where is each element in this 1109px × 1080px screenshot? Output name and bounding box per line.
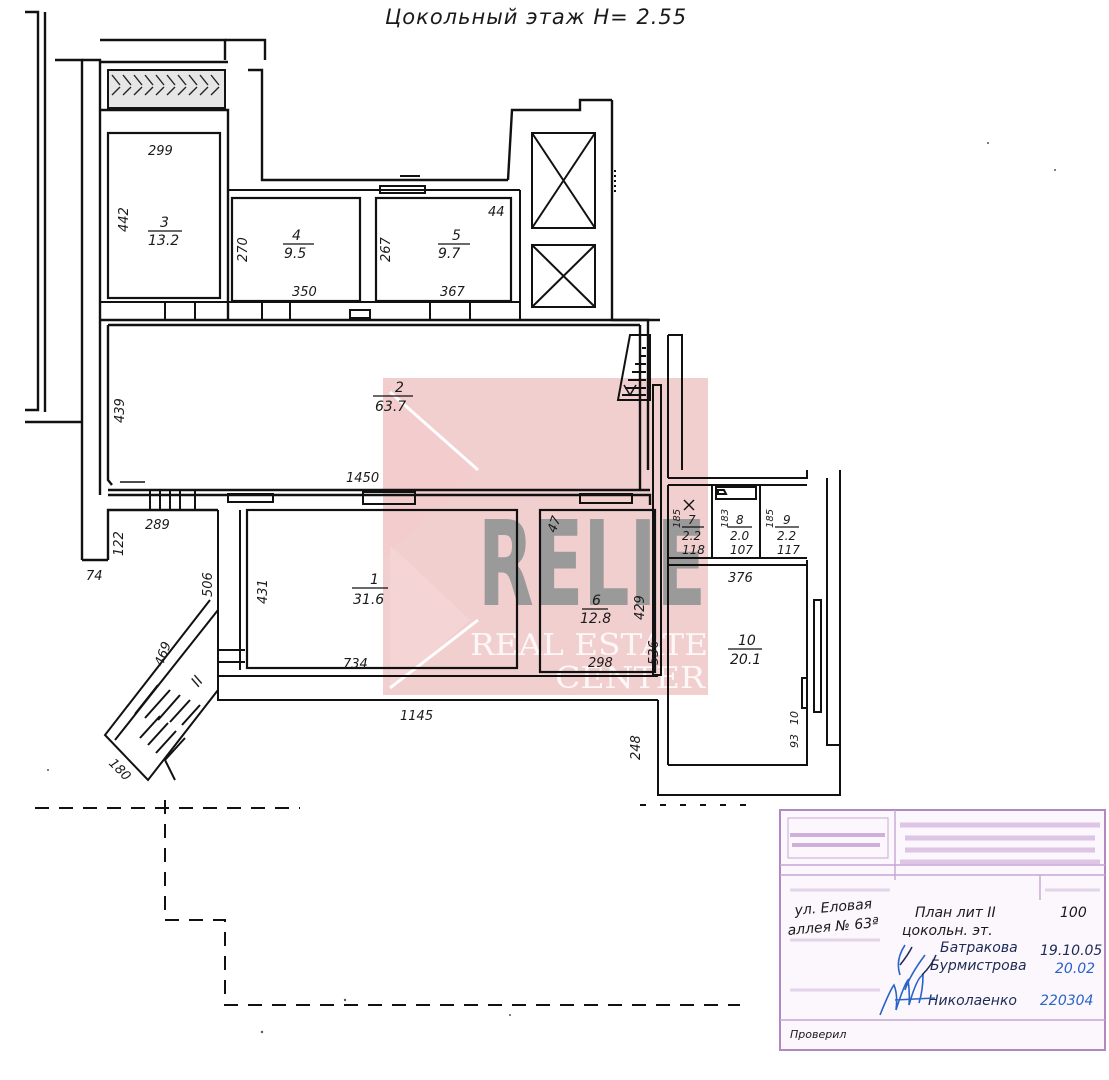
dim-1145: 1145: [400, 709, 433, 724]
room-2: [120, 334, 651, 483]
room-8-number: 8: [736, 513, 744, 527]
dim-93: 93: [788, 734, 801, 748]
room-5-number: 5: [452, 228, 461, 244]
plan-title: Цокольный этаж H= 2.55: [385, 5, 687, 29]
stamp-person2: Бурмистрова: [930, 958, 1027, 974]
room-2-number: 2: [395, 380, 404, 396]
dim-118: 118: [682, 543, 705, 557]
stamp-person1: Батракова: [940, 940, 1018, 956]
dim-267: 267: [379, 236, 394, 262]
dim-185b: 185: [765, 509, 776, 528]
room-4-area: 9.5: [284, 246, 306, 262]
dim-107: 107: [730, 543, 753, 557]
watermark-line2: CENTER: [555, 661, 707, 696]
scan-specks: [47, 142, 1056, 1034]
dim-289: 289: [145, 518, 170, 533]
dim-376: 376: [728, 571, 753, 586]
room-2-area: 63.7: [375, 399, 406, 415]
stairwell: [103, 599, 245, 782]
dim-439: 439: [113, 398, 128, 423]
room-7-area: 2.2: [682, 529, 701, 543]
dim-298: 298: [588, 656, 613, 671]
ventilation-shafts: [531, 132, 616, 308]
room-10-number: 10: [738, 633, 756, 649]
room-3: [106, 131, 222, 300]
room-8-area: 2.0: [730, 529, 749, 543]
dim-469: 469: [152, 640, 175, 668]
room-10-area: 20.1: [730, 652, 761, 668]
dim-74: 74: [86, 569, 103, 584]
signature-scribble: [879, 944, 936, 1016]
room-1-number: 1: [370, 572, 379, 588]
stamp-plan-line1: План лит II: [915, 905, 996, 921]
dim-506: 506: [201, 572, 216, 597]
dim-299: 299: [148, 144, 173, 159]
stamp-date2: 20.02: [1055, 961, 1095, 977]
stamp-date3: 220304: [1040, 993, 1093, 1009]
outer-walls: [25, 10, 660, 562]
room-5-area: 9.7: [438, 246, 460, 262]
dim-1450: 1450: [346, 471, 379, 486]
wall-segments-upper: [100, 175, 521, 320]
room-1-area: 31.6: [353, 592, 384, 608]
dim-350: 350: [292, 285, 317, 300]
dimension-labels: 299 442 270 350 267 44 367 439 1450 289 …: [86, 144, 801, 784]
room-3-number: 3: [160, 215, 169, 231]
dashed-outline: [35, 800, 760, 1006]
room-4-number: 4: [292, 228, 301, 244]
stamp-scale: 100: [1060, 905, 1087, 921]
dim-431: 431: [256, 579, 271, 604]
dim-367: 367: [440, 285, 466, 300]
dim-183: 183: [720, 509, 731, 528]
stamp-address-line2: аллея № 63ª: [787, 915, 880, 939]
hatched-block: [107, 69, 226, 109]
corridor-doors: [149, 489, 658, 701]
dim-117: 117: [777, 543, 800, 557]
dim-44: 44: [488, 205, 505, 220]
stamp-plan-line2: цокольн. эт.: [902, 923, 993, 939]
room-labels: 3 13.2 4 9.5 5 9.7 2 63.7 1 31.6 6 12.8 …: [148, 215, 799, 668]
room-9-number: 9: [783, 513, 791, 527]
room-1: [245, 508, 519, 670]
room-6-area: 12.8: [580, 611, 611, 627]
room-3-area: 13.2: [148, 233, 179, 249]
dim-429: 429: [633, 595, 648, 620]
stamp-date1: 19.10.05: [1040, 943, 1102, 959]
room-9-area: 2.2: [777, 529, 796, 543]
plan-stamp: ул. Еловая аллея № 63ª План лит II цокол…: [779, 809, 1106, 1051]
stamp-address-line1: ул. Еловая: [793, 896, 873, 919]
room-6: [538, 508, 657, 674]
room-6-number: 6: [592, 593, 601, 609]
room-7-number: 7: [688, 513, 696, 527]
dim-442: 442: [117, 207, 132, 232]
dim-10: 10: [788, 711, 801, 725]
dim-734: 734: [343, 657, 368, 672]
stamp-footer: Проверил: [790, 1028, 846, 1041]
dim-47: 47: [545, 513, 565, 534]
dim-122: 122: [112, 531, 127, 556]
dim-536: 536: [647, 640, 662, 665]
stair-label: II: [187, 672, 207, 691]
stamp-person3: Николаенко: [928, 993, 1017, 1009]
dim-185: 185: [672, 509, 683, 528]
dim-270: 270: [236, 237, 251, 262]
dim-248: 248: [629, 735, 644, 760]
right-block-walls: [652, 334, 841, 796]
